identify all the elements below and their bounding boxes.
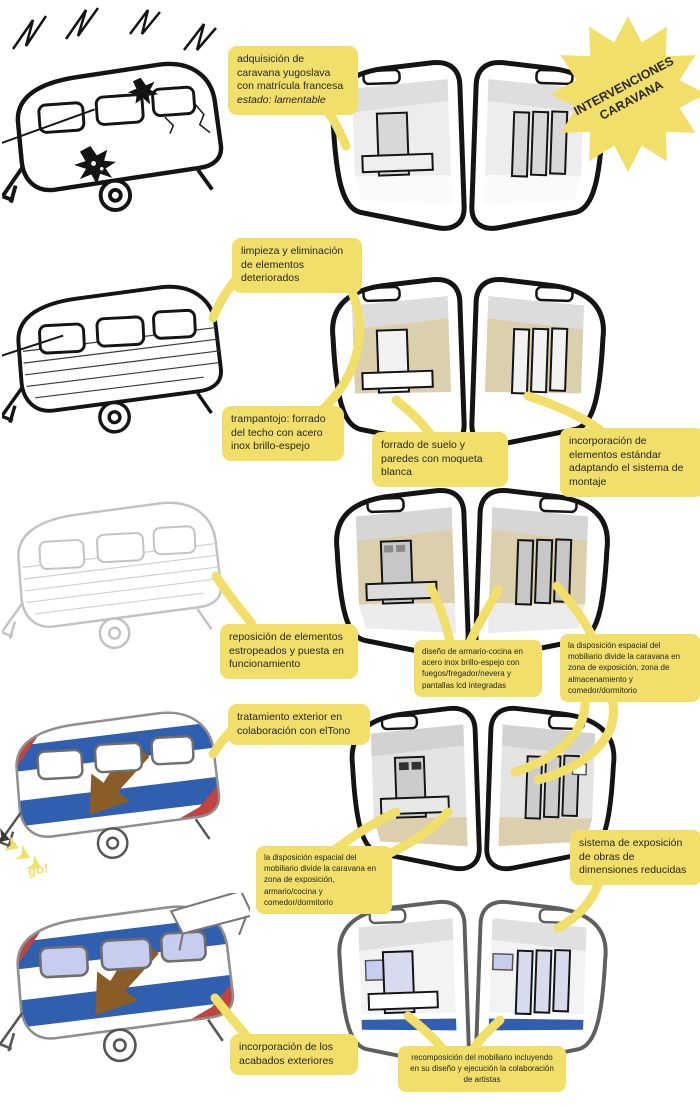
callout-armario-cocina-text: diseño de armario-cocina en acero inox b… — [422, 647, 523, 690]
callout-recomposicion: recomposición del mobiliario incluyendo … — [398, 1046, 566, 1092]
caravan-stage1-damaged — [0, 50, 237, 235]
callout-acabados: incorporación de los acabados exteriores — [230, 1034, 358, 1076]
interventions-badge: INTERVENCIONES CARAVANA — [548, 14, 700, 174]
callout-limpieza-text: limpieza y eliminación de elementos dete… — [241, 245, 344, 285]
starburst-icon — [550, 16, 700, 172]
caravan-stage4-painted — [0, 698, 235, 873]
callout-limpieza: limpieza y eliminación de elementos dete… — [232, 238, 362, 293]
callout-sistema-exposicion: sistema de exposición de obras de dimens… — [570, 830, 700, 885]
callout-reposicion-text: reposición de elementos estropeados y pu… — [229, 631, 344, 671]
callout-adquisicion-emphasis: estado: lamentable — [237, 93, 326, 106]
callout-forrado: forrado de suelo y paredes con moqueta b… — [372, 432, 508, 487]
callout-disposicion-1-text: la disposición espacial del mobiliario d… — [568, 641, 681, 695]
impact-zigzag-marks-icon — [8, 4, 228, 62]
callout-incorporacion-estandar-text: incorporación de elementos estándar adap… — [569, 435, 684, 488]
caravan-stage5-finished — [0, 889, 255, 1073]
callout-reposicion: reposición de elementos estropeados y pu… — [220, 624, 358, 679]
go-arrows-group: go! — [0, 824, 80, 894]
callout-sistema-exposicion-text: sistema de exposición de obras de dimens… — [579, 837, 687, 877]
callout-tratamiento-text: tratamiento exterior en colaboración con… — [237, 711, 351, 737]
callout-forrado-text: forrado de suelo y paredes con moqueta b… — [381, 439, 483, 479]
callout-disposicion-2-text: la disposición espacial del mobiliario d… — [264, 853, 377, 907]
callout-adquisicion-text: adquisición de caravana yugoslava con ma… — [237, 53, 344, 93]
callout-disposicion-2: la disposición espacial del mobiliario d… — [256, 846, 392, 914]
chevron-arrows-icon — [0, 828, 46, 876]
callout-tratamiento: tratamiento exterior en colaboración con… — [228, 704, 370, 746]
callout-adquisicion: adquisición de caravana yugoslava con ma… — [228, 46, 358, 115]
callout-acabados-text: incorporación de los acabados exteriores — [239, 1041, 334, 1067]
caravan-stage2-clean — [0, 272, 237, 452]
callout-disposicion-1: la disposición espacial del mobiliario d… — [560, 634, 700, 702]
caravan-interior-pair-stage3 — [322, 483, 622, 668]
callout-trampantojo: trampantojo: forrado del techo con acero… — [222, 406, 344, 461]
callout-trampantojo-text: trampantojo: forrado del techo con acero… — [231, 413, 326, 453]
callout-recomposicion-text: recomposición del mobiliario incluyendo … — [410, 1053, 554, 1085]
caravan-stage3-faded — [0, 488, 237, 668]
callout-incorporacion-estandar: incorporación de elementos estándar adap… — [560, 428, 700, 497]
callout-armario-cocina: diseño de armario-cocina en acero inox b… — [414, 640, 542, 697]
